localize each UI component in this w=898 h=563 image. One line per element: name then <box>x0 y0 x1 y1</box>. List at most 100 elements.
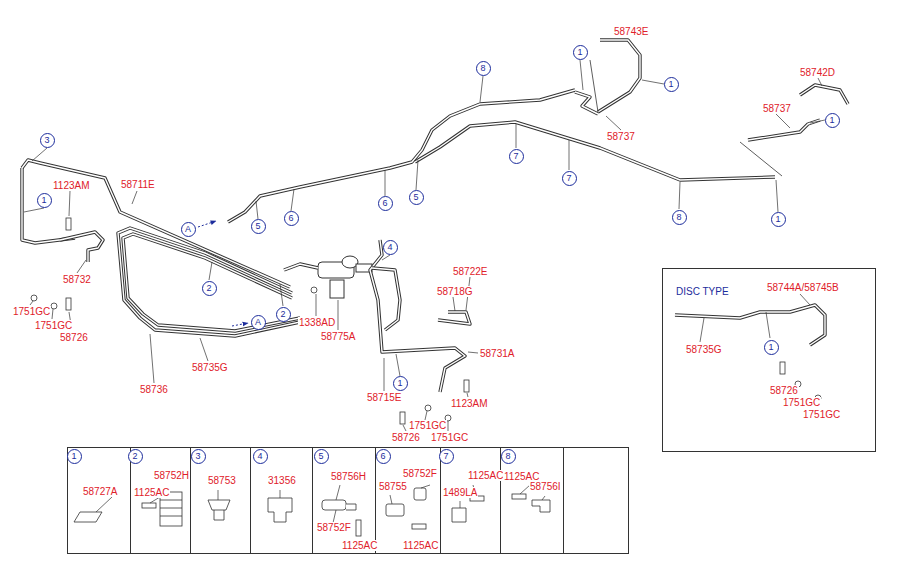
brake-tube <box>60 232 103 262</box>
part-number: 58744A/58745B <box>766 282 840 293</box>
leader-line <box>776 114 790 128</box>
clip-icon <box>74 512 102 522</box>
part-number: 1751GC <box>430 432 469 443</box>
callout-circle: 2 <box>276 307 291 322</box>
callout-number: A <box>255 318 261 327</box>
part-number: 58752F <box>402 468 438 479</box>
bolt-icon <box>512 494 526 499</box>
leader-line <box>77 260 86 273</box>
leader-line <box>700 318 704 342</box>
leader-line <box>218 490 219 500</box>
part-number: 58715E <box>366 392 402 403</box>
part-number: 58752H <box>153 470 190 481</box>
leader-line <box>291 189 294 211</box>
brake-tube <box>575 92 598 114</box>
bolt-icon <box>142 503 156 508</box>
part-number: 58735G <box>191 362 229 373</box>
leader-line <box>280 490 281 498</box>
brake-tube-core <box>598 40 640 112</box>
brake-tube-core <box>123 234 300 331</box>
brake-tube <box>22 40 848 392</box>
brake-tube <box>284 264 318 270</box>
callout-circle: 2 <box>202 281 217 296</box>
callout-number: 5 <box>255 222 260 231</box>
part-number: 58727A <box>82 486 118 497</box>
callout-number: 4 <box>387 243 392 252</box>
parts-table-grid <box>68 447 629 554</box>
callout-number: 3 <box>44 136 49 145</box>
leader-line <box>776 180 778 212</box>
leader-line <box>448 421 449 431</box>
callout-circle: 5 <box>409 190 424 205</box>
part-number: 58726 <box>769 385 799 396</box>
valve-block <box>330 280 344 298</box>
clip-icon <box>414 488 426 500</box>
grommet-icon <box>208 500 230 520</box>
part-number: 58755 <box>378 481 408 492</box>
leader-line <box>468 352 478 353</box>
callout-number: 2 <box>132 452 137 461</box>
leader-line <box>69 191 70 216</box>
callout-number: 2 <box>280 310 285 319</box>
callout-circle: 2 <box>128 449 143 464</box>
clamp-icon <box>160 500 182 516</box>
break-line <box>740 142 782 176</box>
clip-icon <box>322 500 346 510</box>
part-number: 1338AD <box>298 317 336 328</box>
leader-line <box>421 485 430 488</box>
part-number: 58735G <box>685 344 723 355</box>
callout-circle: A <box>181 222 196 237</box>
master-cylinder <box>318 256 372 298</box>
part-number: 1751GC <box>34 320 73 331</box>
callout-number: 7 <box>443 452 448 461</box>
callout-circle: 8 <box>501 449 516 464</box>
part-number: 58756H <box>330 471 367 482</box>
part-number: 1125AC <box>133 487 170 498</box>
callout-number: 5 <box>318 452 323 461</box>
brake-tube-core <box>748 120 820 140</box>
callout-number: 1 <box>768 343 773 352</box>
reference-arrow <box>198 221 216 227</box>
part-number: 58711E <box>120 179 156 190</box>
leader-line <box>818 78 822 86</box>
washer-icon <box>311 287 317 293</box>
part-number: 58756I <box>529 481 562 492</box>
holder-icon <box>268 498 292 522</box>
callout-circle: 7 <box>439 449 454 464</box>
leader-line <box>150 334 154 383</box>
callout-circle: 3 <box>191 449 206 464</box>
callout-number: 1 <box>41 196 46 205</box>
callout-number: 1 <box>829 116 834 125</box>
callout-number: 8 <box>505 452 510 461</box>
callout-circle: A <box>251 315 266 330</box>
leader-line <box>453 297 455 311</box>
leader-line <box>385 170 386 196</box>
leader-line <box>96 497 112 512</box>
callout-circle: 1 <box>825 113 840 128</box>
callout-circle: 1 <box>573 45 588 60</box>
leader-line <box>280 284 283 306</box>
part-number: 1125AC <box>341 540 378 551</box>
parts-table-cell: 58752H 1125AC 2 <box>131 448 192 553</box>
parts-table-cell: 1125AC1489LA7 <box>441 448 506 553</box>
leader-line <box>425 411 427 420</box>
callout-number: 7 <box>566 174 571 183</box>
table-divider <box>131 447 564 553</box>
brake-tube-core <box>575 92 598 114</box>
leader-line <box>384 358 385 391</box>
bracket-icon <box>452 508 466 522</box>
part-number: 58775A <box>320 331 356 342</box>
brake-tube <box>415 122 775 180</box>
leader-line <box>52 309 53 319</box>
brake-tube-core <box>370 240 465 392</box>
part-number: 58737 <box>762 103 792 114</box>
callout-number: 1 <box>397 379 402 388</box>
callout-number: 8 <box>480 64 485 73</box>
leader-line <box>382 255 390 260</box>
washer-icon <box>31 295 37 301</box>
part-number: 1751GC <box>802 409 841 420</box>
washer-icon <box>51 303 57 309</box>
bolt-icon <box>66 298 71 310</box>
callout-circle: 8 <box>476 61 491 76</box>
